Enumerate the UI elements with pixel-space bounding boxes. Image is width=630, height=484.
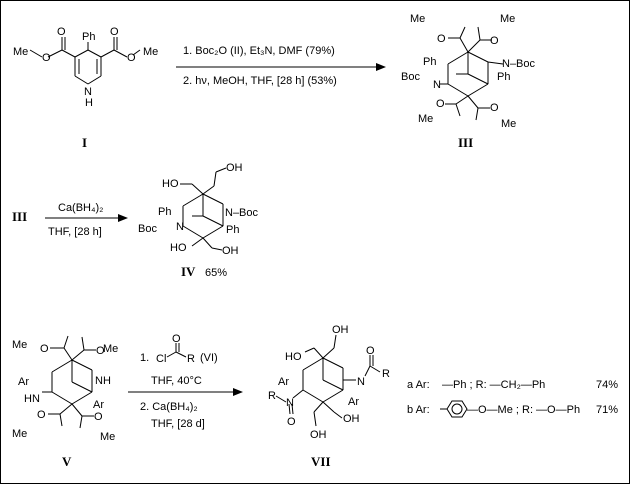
reaction2-reagent: Ca(BH₄)₂	[58, 202, 103, 214]
compound-VII-structure	[275, 334, 381, 427]
reaction3-reagent-r: R	[187, 353, 195, 365]
compound-III-me-bot2: Me	[501, 118, 516, 130]
compound-I-me1: Me	[13, 46, 28, 58]
reaction3-reagent-id: (VI)	[200, 352, 218, 364]
compound-III-structure	[440, 26, 504, 121]
compound-V-me-top1: Me	[12, 339, 27, 351]
compound-IV-yield: 65%	[205, 267, 227, 279]
compound-III-label: III	[458, 135, 473, 150]
compound-V-me-bot2: Me	[100, 431, 115, 443]
compound-V-me-bot1: Me	[12, 428, 27, 440]
compound-V-o4: O	[94, 411, 103, 423]
compound-III-o3: O	[436, 98, 445, 110]
compound-VII-oh-top: OH	[332, 324, 349, 336]
compound-III-start-label: III	[12, 209, 27, 224]
reaction-arrow-3-head	[233, 388, 243, 396]
compound-III-me-bot1: Me	[418, 113, 433, 125]
compound-VII-label: VII	[311, 454, 331, 469]
compound-VII-o1: O	[366, 345, 375, 357]
compound-V-nh: NH	[95, 375, 111, 387]
compound-V-hn: HN	[24, 393, 40, 405]
compound-V-o3: O	[37, 409, 46, 421]
para-phenylene-icon	[440, 400, 468, 418]
compound-VII-o2: O	[287, 416, 296, 428]
reaction-arrow-2-head	[118, 214, 128, 222]
compound-VII-ho-top: HO	[285, 351, 302, 363]
compound-IV-structure	[180, 167, 227, 251]
legend-a-yield: 74%	[596, 379, 618, 391]
reaction1-step1: 1. Boc₂O (II), Et₃N, DMF (79%)	[183, 45, 335, 57]
compound-III-boc2: Boc	[401, 71, 420, 83]
compound-III-ph2: Ph	[497, 71, 510, 83]
compound-IV-oh-bot: OH	[222, 245, 239, 257]
compound-V-o1: O	[40, 343, 49, 355]
compound-IV-ph1: Ph	[158, 206, 171, 218]
reaction3-step1-cond: THF, 40°C	[151, 375, 202, 387]
compound-V-label: V	[62, 454, 72, 469]
legend-b-key: b Ar:	[407, 404, 430, 416]
compound-I-o2: O	[110, 26, 119, 38]
acyl-chloride-structure	[166, 343, 187, 358]
compound-III-o4: O	[490, 102, 499, 114]
compound-VII-r1: R	[382, 368, 390, 380]
compound-III-me-top2: Me	[500, 13, 515, 25]
compound-I-me2: Me	[143, 46, 158, 58]
compound-III-o1: O	[437, 33, 446, 45]
compound-IV-ho-top: HO	[162, 178, 179, 190]
reaction2-conditions: THF, [28 h]	[48, 226, 102, 238]
compound-IV-n: N	[176, 221, 184, 233]
compound-I-o4: O	[127, 52, 136, 64]
compound-V-me-top2: Me	[103, 343, 118, 355]
compound-VII-n2: N	[286, 397, 294, 409]
compound-IV-boc1: N–Boc	[225, 207, 259, 219]
compound-I-h: H	[85, 97, 93, 109]
compound-V-ar1: Ar	[18, 376, 29, 388]
compound-V-structure	[42, 335, 96, 429]
compound-VII-ar1: Ar	[278, 376, 289, 388]
legend-a-text: —Ph ; R: —CH₂—Ph	[442, 379, 545, 391]
reaction3-step2-cond: THF, [28 d]	[151, 418, 205, 430]
reaction3-reagent-o: O	[172, 333, 181, 345]
compound-I-n: N	[84, 86, 92, 98]
legend-a-key: a Ar:	[407, 379, 430, 391]
reaction3-reagent-cl: Cl	[156, 353, 166, 365]
reaction1-step2: 2. hν, MeOH, THF, [28 h] (53%)	[183, 75, 337, 87]
compound-VII-oh-bot: OH	[343, 413, 360, 425]
reaction-arrow-1-head	[376, 63, 386, 71]
compound-III-boc1: N–Boc	[502, 58, 536, 70]
compound-I-ph: Ph	[82, 31, 95, 43]
compound-VII-r2: R	[268, 390, 276, 402]
compound-III-ph1: Ph	[423, 56, 436, 68]
compound-V-o2: O	[96, 345, 105, 357]
compound-VII-ar2: Ar	[348, 396, 359, 408]
compound-IV-boc2: Boc	[138, 223, 157, 235]
reaction3-step2: 2. Ca(BH₄)₂	[140, 401, 198, 413]
compound-IV-ho-bot: HO	[170, 242, 187, 254]
compound-I-label: I	[82, 135, 87, 150]
compound-IV-oh-top: OH	[226, 162, 243, 174]
compound-VII-oh-bot2: OH	[310, 429, 327, 441]
reaction3-step1-num: 1.	[140, 352, 149, 364]
legend-b-text: —O—Me ; R: —O—Ph	[467, 404, 580, 416]
compound-III-n: N	[433, 79, 441, 91]
compound-VII-n: N	[357, 376, 365, 388]
compound-III-me-top1: Me	[410, 13, 425, 25]
compound-IV-ph2: Ph	[226, 224, 239, 236]
compound-I-structure	[29, 37, 141, 85]
compound-III-o2: O	[490, 35, 499, 47]
compound-I-o3: O	[42, 52, 51, 64]
compound-IV-label: IV	[181, 264, 196, 279]
compound-I-o1: O	[57, 26, 66, 38]
legend-b-yield: 71%	[596, 404, 618, 416]
compound-V-ar2: Ar	[93, 399, 104, 411]
